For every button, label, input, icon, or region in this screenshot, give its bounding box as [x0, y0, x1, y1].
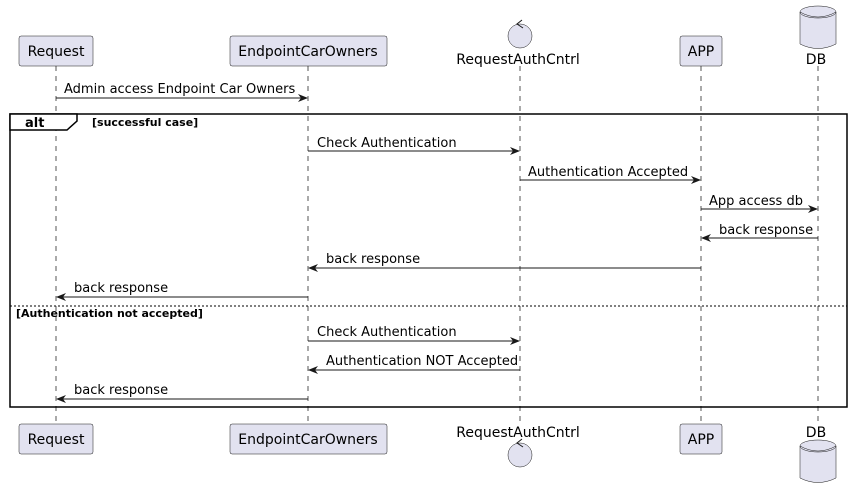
- alt-fragment: [9, 113, 848, 408]
- participant-app-top: [679, 35, 723, 67]
- message-6-label: back response: [326, 252, 420, 267]
- participant-endpoint-bottom: [229, 423, 388, 455]
- alt-guard-failure: [Authentication not accepted]: [16, 307, 203, 320]
- message-9-label: Authentication NOT Accepted: [326, 354, 518, 369]
- message-4-label: App access db: [709, 194, 803, 209]
- participant-request-top-label: Request: [28, 44, 85, 60]
- control-icon: [507, 438, 533, 468]
- control-icon: [507, 19, 533, 49]
- message-5-label: back response: [719, 223, 813, 238]
- message-2-label: Check Authentication: [317, 136, 457, 151]
- message-8-label: Check Authentication: [317, 325, 457, 340]
- message-1-label: Admin access Endpoint Car Owners: [64, 82, 295, 97]
- participant-app-bottom: [679, 423, 723, 455]
- message-10-label: back response: [74, 383, 168, 398]
- message-3-label: Authentication Accepted: [528, 165, 688, 180]
- participant-request-bottom: [18, 423, 94, 455]
- participant-app-top-label: APP: [688, 44, 714, 60]
- participant-db-top-label: DB: [806, 52, 826, 68]
- participant-endpoint-bottom-label: EndpointCarOwners: [238, 432, 377, 448]
- participant-request-bottom-label: Request: [28, 432, 85, 448]
- alt-operator-tab: [9, 113, 78, 131]
- message-7-label: back response: [74, 281, 168, 296]
- participant-auth-top-label: RequestAuthCntrl: [456, 52, 579, 68]
- participant-endpoint-top-label: EndpointCarOwners: [238, 44, 377, 60]
- participant-endpoint-top: [229, 35, 388, 67]
- alt-guard-success: [successful case]: [92, 116, 198, 129]
- alt-operator: alt: [25, 116, 44, 131]
- participant-request-top: [18, 35, 94, 67]
- participant-auth-bottom-label: RequestAuthCntrl: [456, 425, 579, 441]
- participant-app-bottom-label: APP: [688, 432, 714, 448]
- database-icon: [799, 439, 837, 483]
- database-icon: [799, 5, 837, 49]
- participant-db-bottom-label: DB: [806, 425, 826, 441]
